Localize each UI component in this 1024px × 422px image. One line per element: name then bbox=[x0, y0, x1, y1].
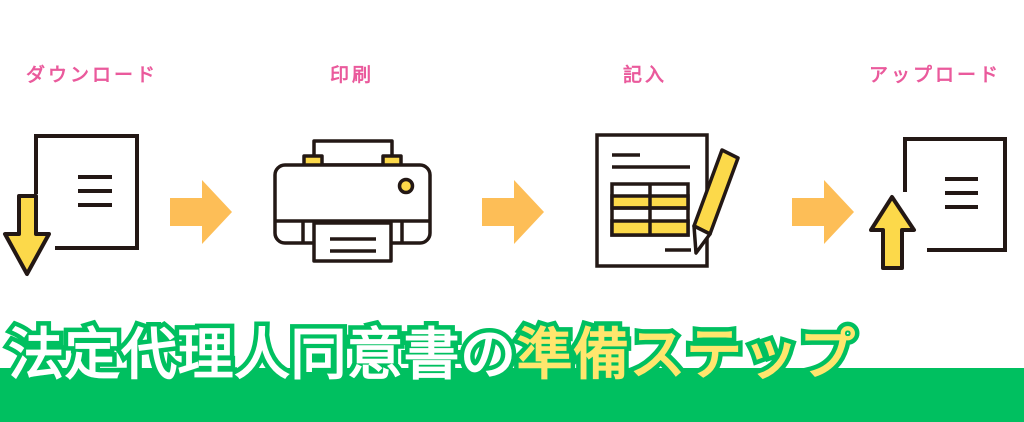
arrow-right-icon bbox=[792, 180, 854, 244]
download-document-icon bbox=[3, 134, 139, 276]
arrow-right-icon bbox=[170, 180, 232, 244]
fill-form-icon bbox=[595, 133, 740, 268]
title-main: 法定代理人同意書の bbox=[4, 319, 521, 393]
step-label-fill: 記入 bbox=[622, 64, 668, 86]
arrow-right-icon bbox=[482, 180, 544, 244]
printer-icon bbox=[273, 139, 432, 263]
title-band bbox=[0, 368, 1024, 422]
upload-document-icon bbox=[869, 137, 1007, 270]
step-label-print: 印刷 bbox=[329, 64, 375, 86]
step-label-upload: アップロード bbox=[868, 64, 1002, 86]
title-highlight: 準備ステップ bbox=[512, 319, 860, 393]
page-title: 法定代理人同意書の準備ステップ bbox=[4, 319, 860, 393]
step-label-download: ダウンロード bbox=[25, 64, 159, 86]
